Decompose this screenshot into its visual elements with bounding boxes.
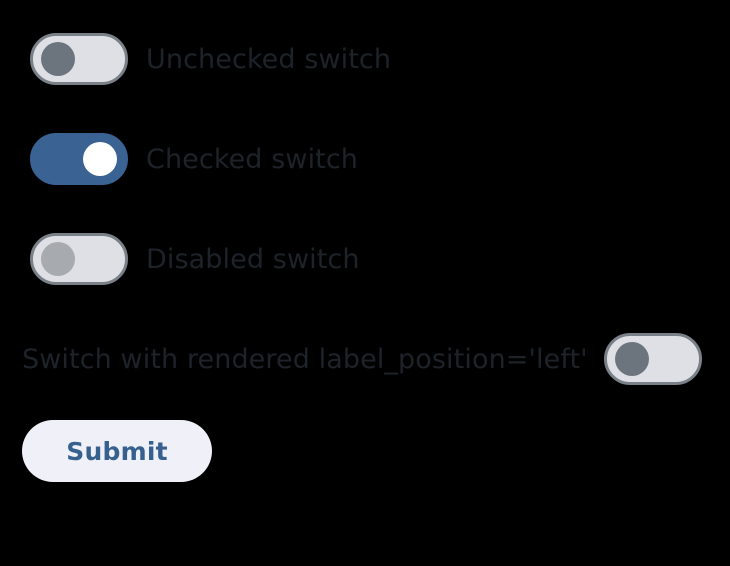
switch-row-checked: Checked switch	[30, 133, 358, 185]
checked-switch-label: Checked switch	[146, 143, 359, 175]
submit-button[interactable]: Submit	[22, 420, 212, 482]
switch-row-unchecked: Unchecked switch	[30, 33, 391, 85]
unchecked-switch-label: Unchecked switch	[146, 43, 392, 75]
unchecked-switch-toggle[interactable]	[30, 33, 128, 85]
checked-switch-toggle[interactable]	[30, 133, 128, 185]
disabled-switch-label: Disabled switch	[146, 243, 360, 275]
label-left-switch-toggle[interactable]	[603, 333, 702, 385]
switch-row-disabled: Disabled switch	[30, 233, 360, 285]
label-left-switch-label: Switch with rendered label_position='lef…	[22, 343, 588, 375]
switch-thumb-icon	[41, 242, 75, 276]
switch-thumb-icon	[83, 142, 117, 176]
disabled-switch-toggle	[30, 233, 128, 285]
switch-thumb-icon	[41, 42, 75, 76]
switch-row-label-left: Switch with rendered label_position='lef…	[22, 333, 702, 385]
switch-thumb-icon	[614, 342, 649, 376]
